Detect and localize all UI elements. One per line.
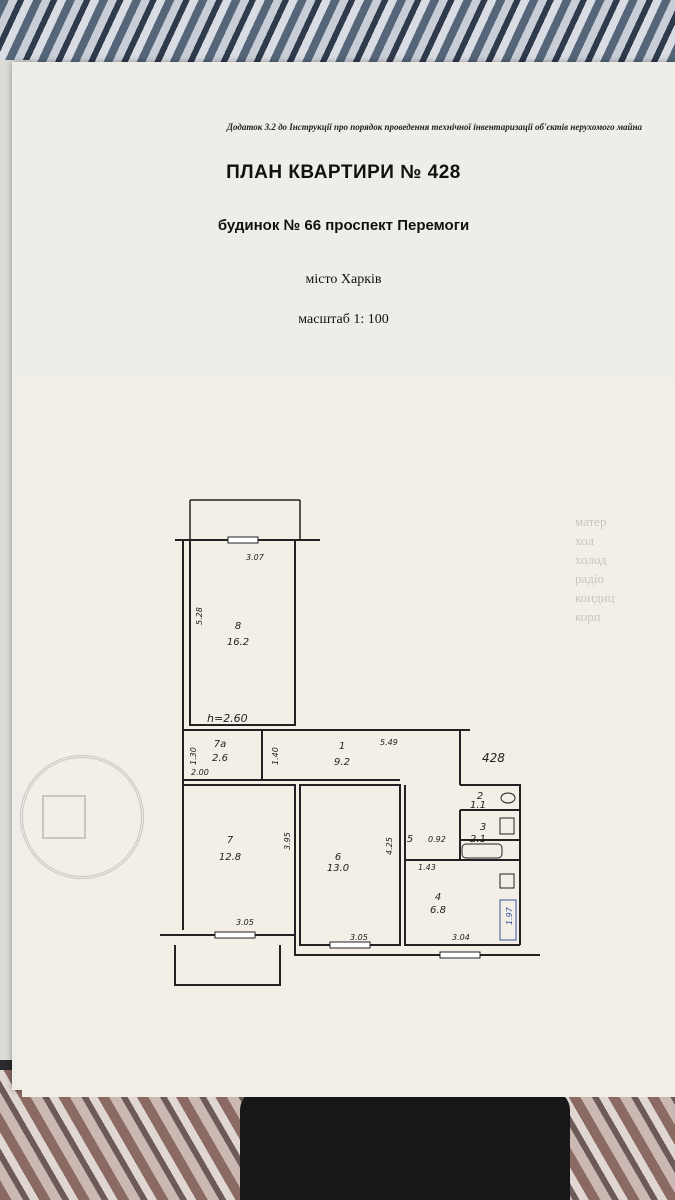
ghost-line: матер	[575, 514, 607, 529]
room-6-number: 6	[335, 852, 341, 863]
dim-label: 5.28	[195, 607, 204, 625]
dim-label: 4.25	[385, 837, 394, 855]
scale-label: масштаб 1: 100	[298, 312, 389, 327]
dim-label: 1.97	[505, 906, 514, 925]
dim-label: 0.92	[428, 835, 446, 844]
ghost-line: холод	[575, 552, 607, 567]
dim-label: 1.30	[189, 747, 198, 765]
seal-emblem	[42, 795, 86, 839]
room-4-area: 6.8	[430, 905, 446, 916]
addendum-note: Додаток 3.2 до Інструкції про порядок пр…	[226, 122, 642, 132]
room-8-number: 8	[235, 621, 241, 632]
room-2-area: 1.1	[470, 800, 486, 811]
room-8-walls	[189, 539, 296, 726]
ghost-line: корп	[575, 609, 601, 624]
plan-sheet	[22, 377, 675, 1097]
dim-label: 1.43	[418, 863, 436, 872]
room-4-number: 4	[435, 892, 441, 903]
dim-label: 3.95	[283, 832, 292, 850]
room-labels: 8 16.2 7a 2.6 1 9.2 7 12.8 6 13.0 2 1.1 …	[212, 621, 486, 916]
city-name: місто Харків	[305, 272, 382, 287]
room-8-area: 16.2	[227, 637, 249, 648]
room-5-number: 5	[407, 834, 413, 845]
dimension-labels: 3.07 5.28 1.30 2.00 1.40 5.49 3.95 4.25 …	[189, 553, 514, 942]
room-1-number: 1	[339, 741, 345, 752]
ceiling-height: h=2.60	[207, 712, 248, 725]
room-7a-number: 7a	[214, 739, 227, 750]
dim-label: 3.07	[246, 553, 265, 562]
apartment-number-mark: 428	[482, 751, 505, 765]
dark-object	[240, 1090, 570, 1200]
room-3-number: 3	[480, 822, 486, 833]
faded-stamp-text: матер хол холод радіо кондиц корп	[575, 512, 675, 626]
sanitary-fixtures	[461, 792, 517, 941]
house-address: будинок № 66 проспект Перемоги	[217, 217, 470, 234]
ghost-line: кондиц	[575, 590, 615, 605]
dim-label: 1.40	[271, 747, 280, 765]
windows	[214, 536, 481, 959]
ghost-line: хол	[575, 533, 594, 548]
page-title: ПЛАН КВАРТИРИ № 428	[226, 162, 461, 183]
dim-label: 3.05	[350, 933, 368, 942]
room-7a-area: 2.6	[212, 753, 228, 764]
room-1-area: 9.2	[334, 757, 350, 768]
room-7-number: 7	[227, 835, 234, 846]
room-3-area: 2.1	[470, 834, 486, 845]
dim-label: 2.00	[191, 768, 209, 777]
room-2-number: 2	[477, 791, 483, 802]
ghost-line: радіо	[575, 571, 604, 586]
round-seal-stamp	[20, 755, 144, 879]
dim-label: 5.49	[380, 738, 398, 747]
document-page: Додаток 3.2 до Інструкції про порядок пр…	[12, 62, 675, 1097]
dim-label: 3.04	[452, 933, 470, 942]
room-6-area: 13.0	[327, 863, 349, 874]
room-7-area: 12.8	[219, 852, 241, 863]
dim-label: 3.05	[236, 918, 254, 927]
